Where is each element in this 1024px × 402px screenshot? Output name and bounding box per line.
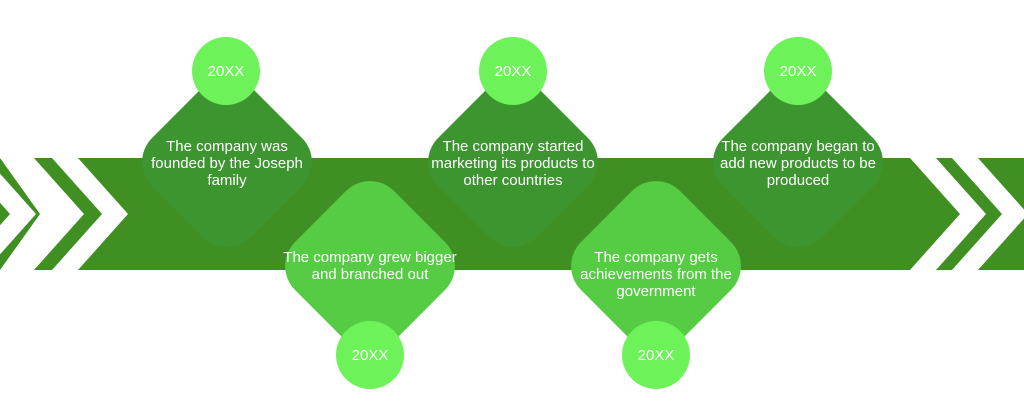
right-chevrons-icon xyxy=(910,158,1024,270)
milestone-3-text: The company started marketing its produc… xyxy=(431,138,595,189)
milestone-2-year: 20XX xyxy=(336,321,404,389)
milestone-2-text: The company grew bigger and branched out xyxy=(283,249,457,283)
milestone-5-year: 20XX xyxy=(764,37,832,105)
milestone-1-year: 20XX xyxy=(192,37,260,105)
milestone-4-year: 20XX xyxy=(622,321,690,389)
milestone-5-text: The company began to add new products to… xyxy=(720,138,876,189)
milestone-3-year: 20XX xyxy=(479,37,547,105)
left-chevrons-icon xyxy=(0,158,128,270)
milestone-4-text: The company gets achievements from the g… xyxy=(580,249,732,300)
milestone-1-text: The company was founded by the Joseph fa… xyxy=(151,138,303,189)
